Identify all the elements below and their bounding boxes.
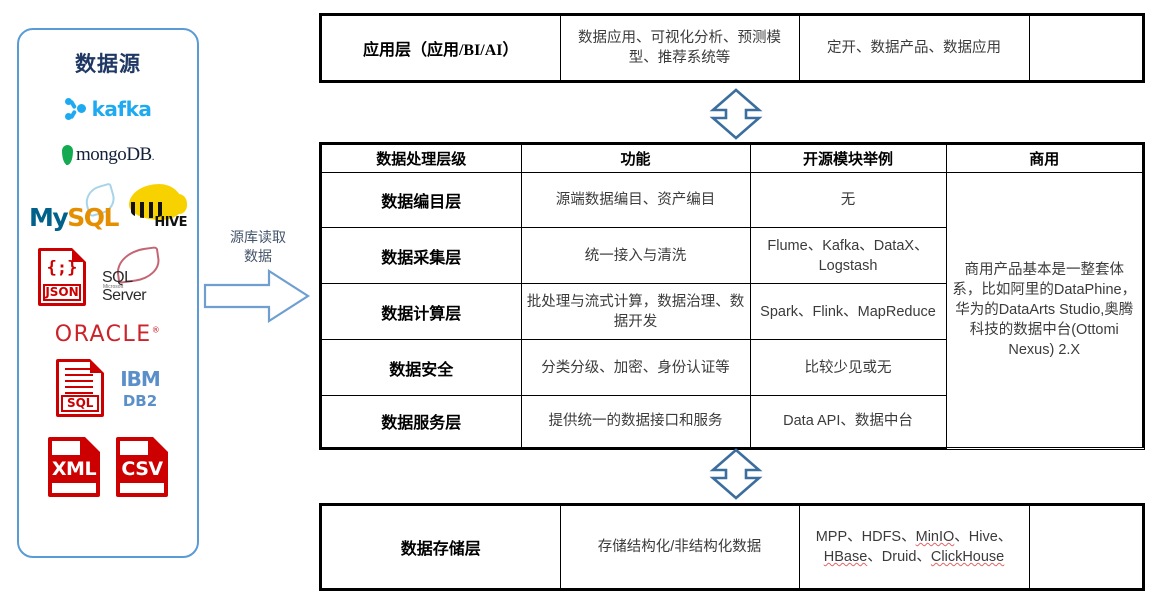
col-header-function: 功能 (520, 143, 751, 173)
storage-layer-opensource-cell: MPP、HDFS、MinIO、Hive、HBase、Druid、ClickHou… (798, 504, 1030, 590)
sqlserver-label: SQL Server (102, 269, 147, 304)
source-read-arrow-label: 源库读取 数据 (203, 228, 313, 266)
right-arrow-icon (203, 268, 311, 324)
json-sqlserver-row: {;} JSON Microsoft SQL Server (19, 246, 197, 306)
mongodb-label: mongoDB. (76, 144, 155, 165)
app-layer-commercial-cell (1028, 14, 1144, 82)
layer-opensource-cell: Data API、数据中台 (749, 395, 947, 449)
mysql-label: MySQL (29, 203, 119, 232)
json-label: JSON (43, 284, 81, 301)
storage-layer-function-cell: 存储结构化/非结构化数据 (559, 504, 800, 590)
hive-logo: HIVE (125, 184, 187, 232)
application-layer-table: 应用层（应用/BI/AI） 数据应用、可视化分析、预测模型、推荐系统等 定开、数… (319, 13, 1145, 83)
sql-file-lines (65, 368, 94, 398)
mysql-logo: MySQL (29, 182, 121, 232)
table-row: 应用层（应用/BI/AI） 数据应用、可视化分析、预测模型、推荐系统等 定开、数… (320, 14, 1144, 82)
table-row: 数据采集层 统一接入与清洗 Flume、Kafka、DataX、Logstash (320, 227, 1143, 284)
col-header-layer: 数据处理层级 (320, 143, 522, 173)
layer-name-cell: 数据计算层 (320, 283, 522, 340)
kafka-label: kafka (91, 97, 152, 121)
app-layer-opensource-cell: 定开、数据产品、数据应用 (798, 14, 1030, 82)
layer-opensource-cell: Flume、Kafka、DataX、Logstash (749, 227, 947, 284)
page-title: 数据源 (75, 52, 141, 76)
data-processing-layers-table: 数据处理层级 功能 开源模块举例 商用 数据编目层 源端数据编目、资产编目 无 … (319, 142, 1145, 450)
xml-csv-row: XML CSV (19, 437, 197, 497)
data-storage-layer-table: 数据存储层 存储结构化/非结构化数据 MPP、HDFS、MinIO、Hive、H… (319, 503, 1145, 591)
sql-file-icon: SQL (56, 359, 105, 417)
layer-function-cell: 批处理与流式计算，数据治理、数据开发 (520, 283, 751, 340)
csv-label: CSV (121, 458, 163, 480)
commercial-merged-cell: 商用产品基本是一整套体系，比如阿里的DataPhine，华为的DataArts … (945, 172, 1144, 448)
storage-layer-name-cell: 数据存储层 (320, 504, 561, 590)
ibm-label: IBM (120, 366, 161, 391)
table-row: 数据服务层 提供统一的数据接口和服务 Data API、数据中台 (320, 395, 1143, 449)
sql-file-label: SQL (61, 395, 100, 412)
app-layer-function-cell: 数据应用、可视化分析、预测模型、推荐系统等 (559, 14, 800, 82)
layer-opensource-cell: Spark、Flink、MapReduce (749, 283, 947, 340)
bee-stripes-icon (131, 202, 165, 218)
table-row: 数据计算层 批处理与流式计算，数据治理、数据开发 Spark、Flink、Map… (320, 283, 1143, 340)
hive-label: HIVE (154, 215, 187, 230)
read-arrow-line2: 数据 (244, 248, 272, 264)
xml-label: XML (51, 458, 97, 480)
json-brace-glyph: {;} (46, 258, 78, 278)
ibm-db2-logo: IBM DB2 (120, 366, 161, 410)
kafka-logo: kafka (19, 96, 197, 122)
layer-name-cell: 数据安全 (320, 339, 522, 396)
mongodb-leaf-icon (62, 145, 74, 165)
layer-opensource-cell: 无 (749, 172, 947, 228)
bottom-connector-double-arrow-icon (709, 448, 763, 500)
json-file-icon: {;} JSON (38, 248, 86, 306)
data-source-panel: 数据源 kafka mongoDB. MySQL HIVE {;} JSON M (17, 28, 199, 558)
app-layer-name-cell: 应用层（应用/BI/AI） (320, 14, 561, 82)
xml-file-icon: XML (48, 437, 100, 497)
db2-label: DB2 (122, 391, 158, 410)
table-row: 数据编目层 源端数据编目、资产编目 无 商用产品基本是一整套体系，比如阿里的Da… (320, 172, 1144, 448)
layer-function-cell: 分类分级、加密、身份认证等 (520, 339, 751, 396)
col-header-commercial: 商用 (945, 143, 1144, 173)
top-connector-double-arrow-icon (709, 88, 763, 140)
layer-function-cell: 统一接入与清洗 (520, 227, 751, 284)
csv-file-icon: CSV (116, 437, 168, 497)
table-header-row: 数据处理层级 功能 开源模块举例 商用 (320, 143, 1144, 173)
sql-ibm-row: SQL IBM DB2 (19, 359, 197, 417)
sqlserver-logo: Microsoft SQL Server (100, 246, 178, 305)
sqlserver-vendor: Microsoft (103, 284, 124, 290)
table-row: 数据存储层 存储结构化/非结构化数据 MPP、HDFS、MinIO、Hive、H… (320, 504, 1144, 590)
mysql-hive-row: MySQL HIVE (19, 182, 197, 232)
layer-name-cell: 数据服务层 (320, 395, 522, 449)
oracle-logo: ORACLE® (19, 322, 197, 347)
mongodb-logo: mongoDB. (19, 144, 197, 166)
layer-function-cell: 源端数据编目、资产编目 (520, 172, 751, 228)
layer-name-cell: 数据采集层 (320, 227, 522, 284)
layer-name-cell: 数据编目层 (320, 172, 522, 228)
read-arrow-line1: 源库读取 (230, 229, 286, 245)
oracle-label: ORACLE® (54, 322, 162, 347)
kafka-icon (64, 96, 87, 122)
storage-layer-commercial-cell (1028, 504, 1144, 590)
layer-function-cell: 提供统一的数据接口和服务 (520, 395, 751, 449)
layer-opensource-cell: 比较少见或无 (749, 339, 947, 396)
source-read-arrow-group: 源库读取 数据 (203, 228, 313, 328)
col-header-opensource: 开源模块举例 (749, 143, 947, 173)
